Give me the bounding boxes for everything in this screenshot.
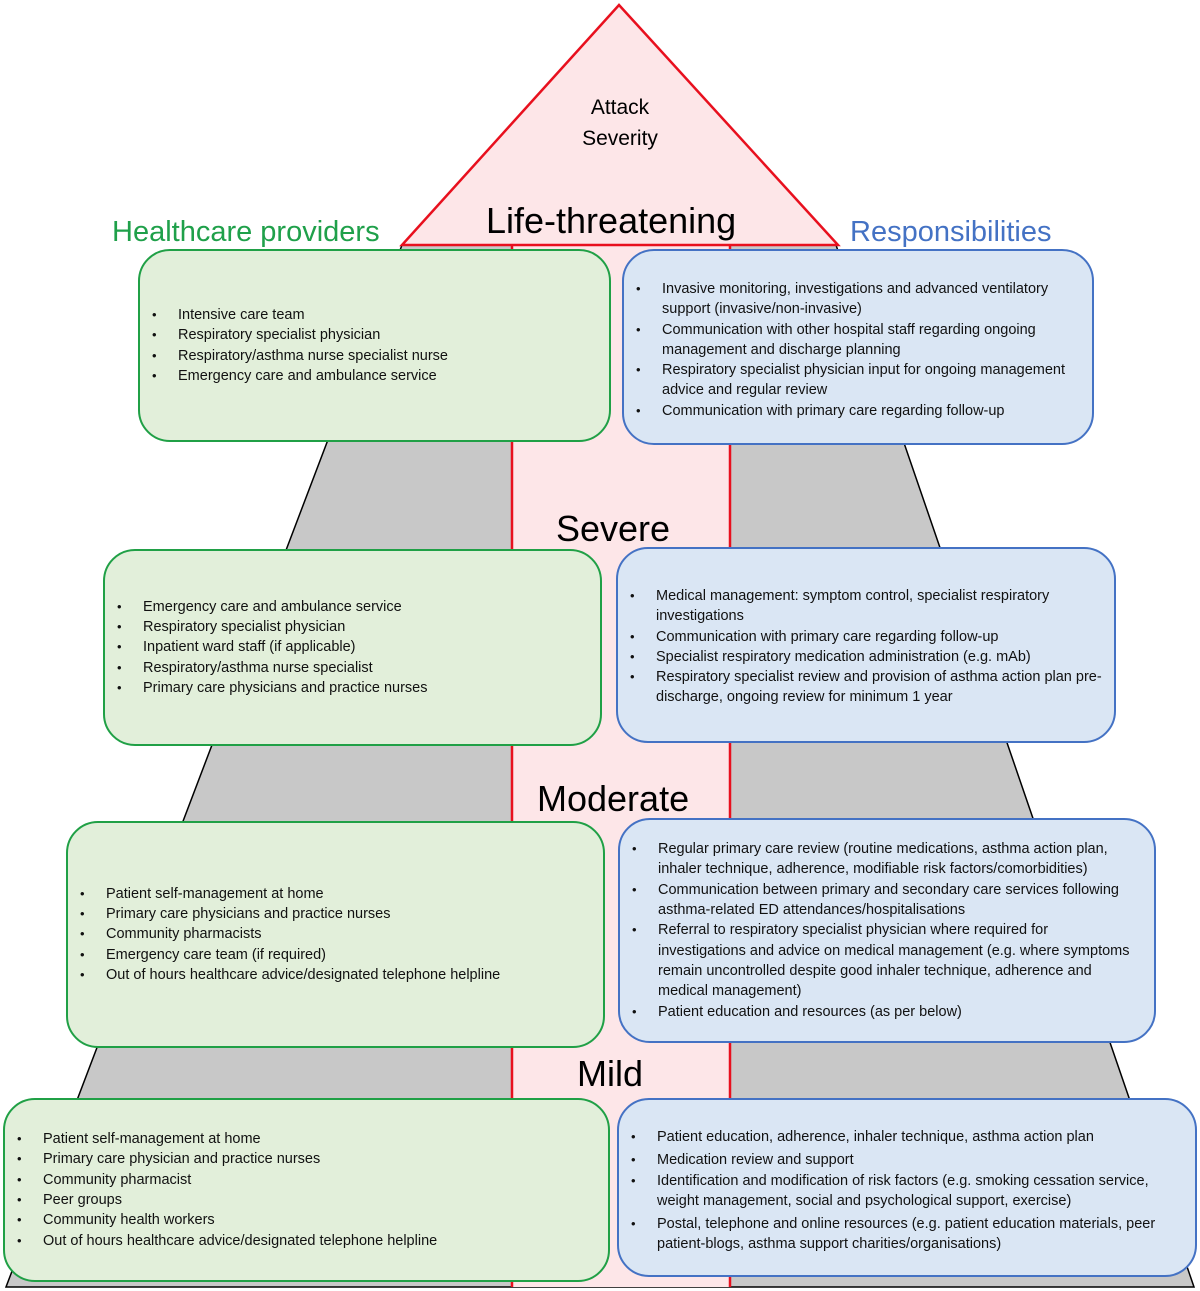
list-item: Patient education, adherence, inhaler te… bbox=[619, 1127, 1179, 1148]
responsibilities-box-moderate: Regular primary care review (routine med… bbox=[618, 818, 1156, 1043]
level-title-severe: Severe bbox=[556, 508, 671, 549]
list-item: Community pharmacists bbox=[68, 924, 603, 945]
apex-title-line2: Severity bbox=[582, 127, 658, 150]
providers-box-life-threatening: Intensive care team Respiratory speciali… bbox=[138, 249, 611, 442]
list-item: Referral to respiratory specialist physi… bbox=[620, 920, 1132, 1001]
list-item: Primary care physicians and practice nur… bbox=[105, 678, 600, 699]
list-item: Respiratory specialist physician bbox=[105, 617, 600, 638]
list-item: Primary care physician and practice nurs… bbox=[5, 1149, 608, 1170]
list-item: Medication review and support bbox=[619, 1150, 1179, 1171]
responsibilities-box-mild: Patient education, adherence, inhaler te… bbox=[617, 1098, 1197, 1277]
list-item: Community pharmacist bbox=[5, 1170, 608, 1191]
responsibilities-list-mild: Patient education, adherence, inhaler te… bbox=[619, 1127, 1179, 1255]
list-item: Communication with primary care regardin… bbox=[624, 401, 1092, 422]
list-item: Identification and modification of risk … bbox=[619, 1171, 1179, 1212]
list-item: Peer groups bbox=[5, 1190, 608, 1211]
apex-title: Attack Severity bbox=[540, 92, 700, 154]
list-item: Communication with primary care regardin… bbox=[618, 627, 1114, 648]
list-item: Postal, telephone and online resources (… bbox=[619, 1214, 1179, 1255]
responsibilities-heading: Responsibilities bbox=[850, 216, 1052, 248]
responsibilities-box-life-threatening: Invasive monitoring, investigations and … bbox=[622, 249, 1094, 445]
providers-box-severe: Emergency care and ambulance service Res… bbox=[103, 549, 602, 746]
list-item: Community health workers bbox=[5, 1210, 608, 1231]
list-item: Respiratory specialist physician input f… bbox=[624, 360, 1092, 401]
responsibilities-box-severe: Medical management: symptom control, spe… bbox=[616, 547, 1116, 743]
level-title-life-threatening: Life-threatening bbox=[486, 200, 737, 241]
providers-box-moderate: Patient self-management at home Primary … bbox=[66, 821, 605, 1048]
responsibilities-list-moderate: Regular primary care review (routine med… bbox=[620, 839, 1132, 1022]
list-item: Medical management: symptom control, spe… bbox=[618, 586, 1114, 627]
list-item: Patient self-management at home bbox=[68, 884, 603, 905]
level-title-moderate: Moderate bbox=[537, 778, 690, 819]
list-item: Communication between primary and second… bbox=[620, 880, 1132, 921]
list-item: Patient self-management at home bbox=[5, 1129, 608, 1150]
level-title-mild: Mild bbox=[577, 1053, 644, 1094]
list-item: Respiratory specialist review and provis… bbox=[618, 667, 1114, 708]
list-item: Out of hours healthcare advice/designate… bbox=[68, 965, 603, 986]
responsibilities-list-life-threatening: Invasive monitoring, investigations and … bbox=[624, 279, 1092, 421]
responsibilities-list-severe: Medical management: symptom control, spe… bbox=[618, 586, 1114, 708]
list-item: Primary care physicians and practice nur… bbox=[68, 904, 603, 925]
list-item: Emergency care team (if required) bbox=[68, 945, 603, 966]
list-item: Respiratory specialist physician bbox=[140, 325, 609, 346]
list-item: Invasive monitoring, investigations and … bbox=[624, 279, 1092, 320]
providers-list-life-threatening: Intensive care team Respiratory speciali… bbox=[140, 305, 609, 386]
apex-triangle bbox=[399, 3, 841, 247]
list-item: Patient education and resources (as per … bbox=[620, 1002, 1132, 1023]
list-item: Emergency care and ambulance service bbox=[105, 597, 600, 618]
list-item: Intensive care team bbox=[140, 305, 609, 326]
list-item: Communication with other hospital staff … bbox=[624, 320, 1092, 361]
list-item: Respiratory/asthma nurse specialist bbox=[105, 658, 600, 679]
apex-title-line1: Attack bbox=[590, 96, 650, 119]
list-item: Inpatient ward staff (if applicable) bbox=[105, 637, 600, 658]
providers-box-mild: Patient self-management at home Primary … bbox=[3, 1098, 610, 1282]
providers-list-mild: Patient self-management at home Primary … bbox=[5, 1129, 608, 1251]
list-item: Specialist respiratory medication admini… bbox=[618, 647, 1114, 668]
list-item: Emergency care and ambulance service bbox=[140, 366, 609, 387]
list-item: Respiratory/asthma nurse specialist nurs… bbox=[140, 346, 609, 367]
healthcare-providers-heading: Healthcare providers bbox=[112, 216, 380, 248]
list-item: Regular primary care review (routine med… bbox=[620, 839, 1132, 880]
providers-list-moderate: Patient self-management at home Primary … bbox=[68, 884, 603, 986]
list-item: Out of hours healthcare advice/designate… bbox=[5, 1231, 608, 1252]
providers-list-severe: Emergency care and ambulance service Res… bbox=[105, 597, 600, 699]
